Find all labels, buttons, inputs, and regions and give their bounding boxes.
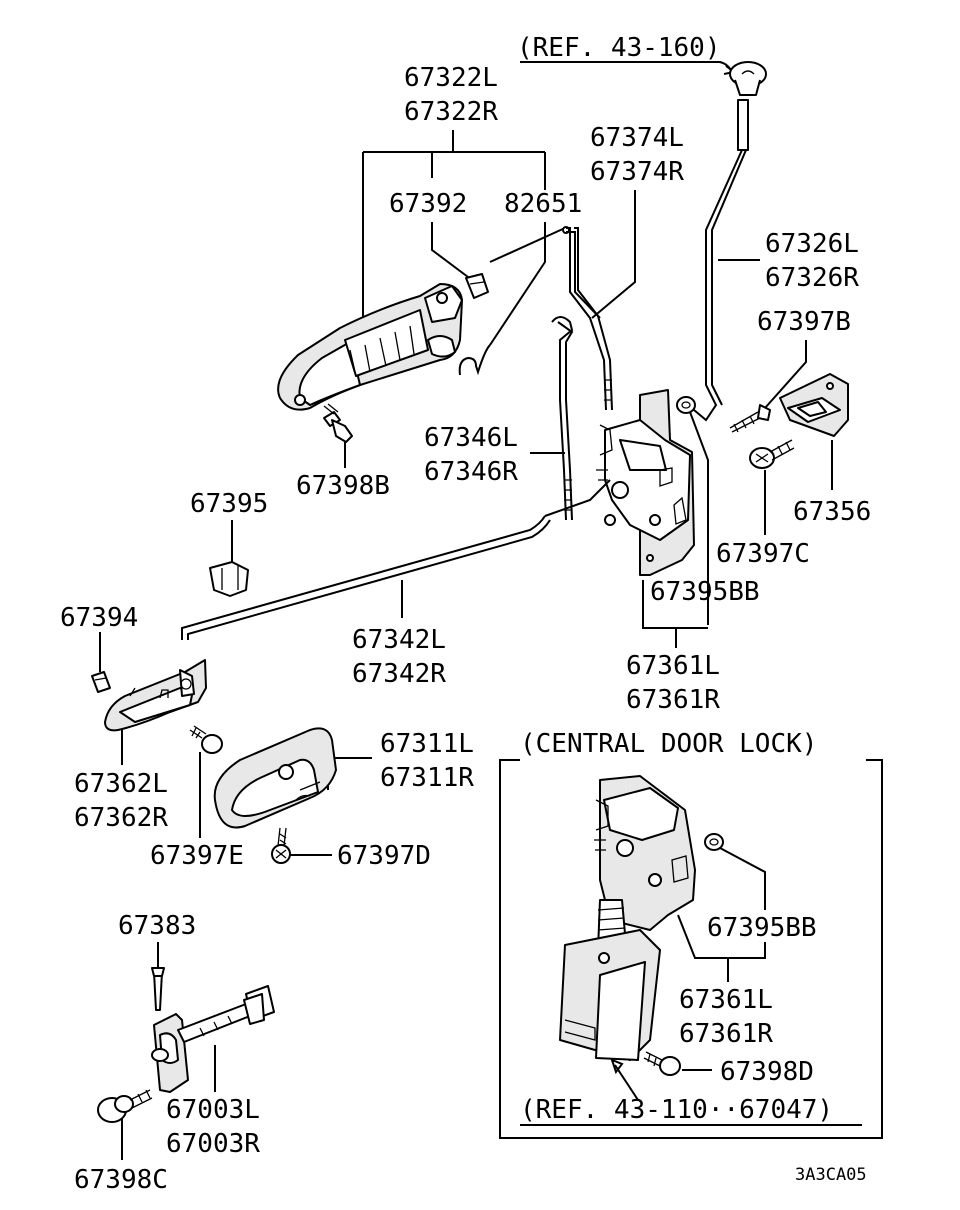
label-central-door-lock: (CENTRAL DOOR LOCK) [520, 729, 817, 759]
label-67398D: 67398D [720, 1057, 814, 1087]
inset-border [499, 759, 883, 1139]
label-67311L: 67311L [380, 729, 474, 759]
screw-67397E [189, 725, 223, 754]
label-ref-43-160: (REF. 43-160) [517, 33, 721, 63]
label-67398C: 67398C [74, 1165, 168, 1195]
label-67326R: 67326R [765, 263, 859, 293]
label-67397C: 67397C [716, 539, 810, 569]
label-67397E: 67397E [150, 841, 244, 871]
leader-67397B [764, 340, 807, 409]
label-67322R: 67322R [404, 97, 498, 127]
label-67395BB-inset: 67395BB [707, 913, 817, 943]
inside-handle-cover-67311 [213, 727, 337, 829]
clip-67395BB-inset [704, 833, 724, 851]
inside-handle-67362 [104, 659, 207, 732]
clip-67395 [209, 561, 249, 597]
rod-67346 [551, 316, 574, 521]
label-67374R: 67374R [590, 157, 684, 187]
leader-lines [99, 61, 862, 1160]
clip-67392 [465, 273, 489, 299]
pin-67383 [151, 967, 165, 1011]
arrowhead-ref-43-110 [610, 1058, 624, 1075]
label-67361L-inset: 67361L [679, 985, 773, 1015]
lock-assembly-67361 [596, 389, 695, 576]
label-67326L: 67326L [765, 229, 859, 259]
striker-67356 [779, 373, 849, 437]
drawing-code: 3A3CA05 [795, 1165, 867, 1185]
label-67362L: 67362L [74, 769, 168, 799]
central-door-lock-frame [499, 759, 883, 1139]
label-67322L: 67322L [404, 63, 498, 93]
label-82651: 82651 [504, 189, 582, 219]
label-67383: 67383 [118, 911, 196, 941]
leader-67392 [431, 222, 473, 281]
label-67394: 67394 [60, 603, 138, 633]
leader-ref-43-160 [520, 61, 733, 73]
rod-67326 [693, 99, 749, 422]
rod-67342 [181, 479, 611, 640]
screw-67398B [323, 403, 353, 443]
screw-67397D [271, 827, 291, 864]
label-67361R-inset: 67361R [679, 1019, 773, 1049]
screw-67397C [749, 439, 795, 469]
label-67361L-upper: 67361L [626, 651, 720, 681]
clip-67394 [91, 671, 111, 693]
screw-67398D [643, 1051, 681, 1076]
screw-67397B [729, 404, 771, 433]
label-67346R: 67346R [424, 457, 518, 487]
leader-82651-rod [489, 227, 566, 263]
label-67342L: 67342L [352, 625, 446, 655]
label-67003R: 67003R [166, 1129, 260, 1159]
leader-67374 [591, 190, 636, 319]
leader-67361-b [677, 914, 766, 982]
part-labels: (REF. 43-160) 67322L 67322R 67374L 67374… [60, 33, 871, 1195]
label-67395BB-upper: 67395BB [650, 577, 760, 607]
rod-67374 [566, 227, 613, 411]
label-ref-43-110: (REF. 43-110··67047) [520, 1095, 833, 1125]
outside-handle-67322 [277, 283, 463, 411]
leader-67395BB-b [719, 847, 766, 910]
label-67398B: 67398B [296, 471, 390, 501]
door-check-67003 [151, 985, 275, 1093]
clip-67395BB-upper [676, 396, 696, 414]
label-67361R-upper: 67361R [626, 685, 720, 715]
label-67397D: 67397D [337, 841, 431, 871]
label-67374L: 67374L [590, 123, 684, 153]
leader-67322 [362, 130, 546, 320]
leader-67361-a [642, 580, 708, 648]
label-67342R: 67342R [352, 659, 446, 689]
leader-ref-43-110 [614, 1064, 639, 1101]
label-67397B: 67397B [757, 307, 851, 337]
leader-67395BB-a [689, 411, 709, 625]
bolt-67398C [97, 1089, 153, 1123]
label-67395: 67395 [190, 489, 268, 519]
label-67346L: 67346L [424, 423, 518, 453]
label-67003L: 67003L [166, 1095, 260, 1125]
inset-lock-actuator [559, 775, 696, 1061]
label-67356: 67356 [793, 497, 871, 527]
label-67362R: 67362R [74, 803, 168, 833]
leader-82651 [489, 222, 546, 346]
label-67311R: 67311R [380, 763, 474, 793]
label-67392: 67392 [389, 189, 467, 219]
grommet-part [729, 61, 767, 96]
